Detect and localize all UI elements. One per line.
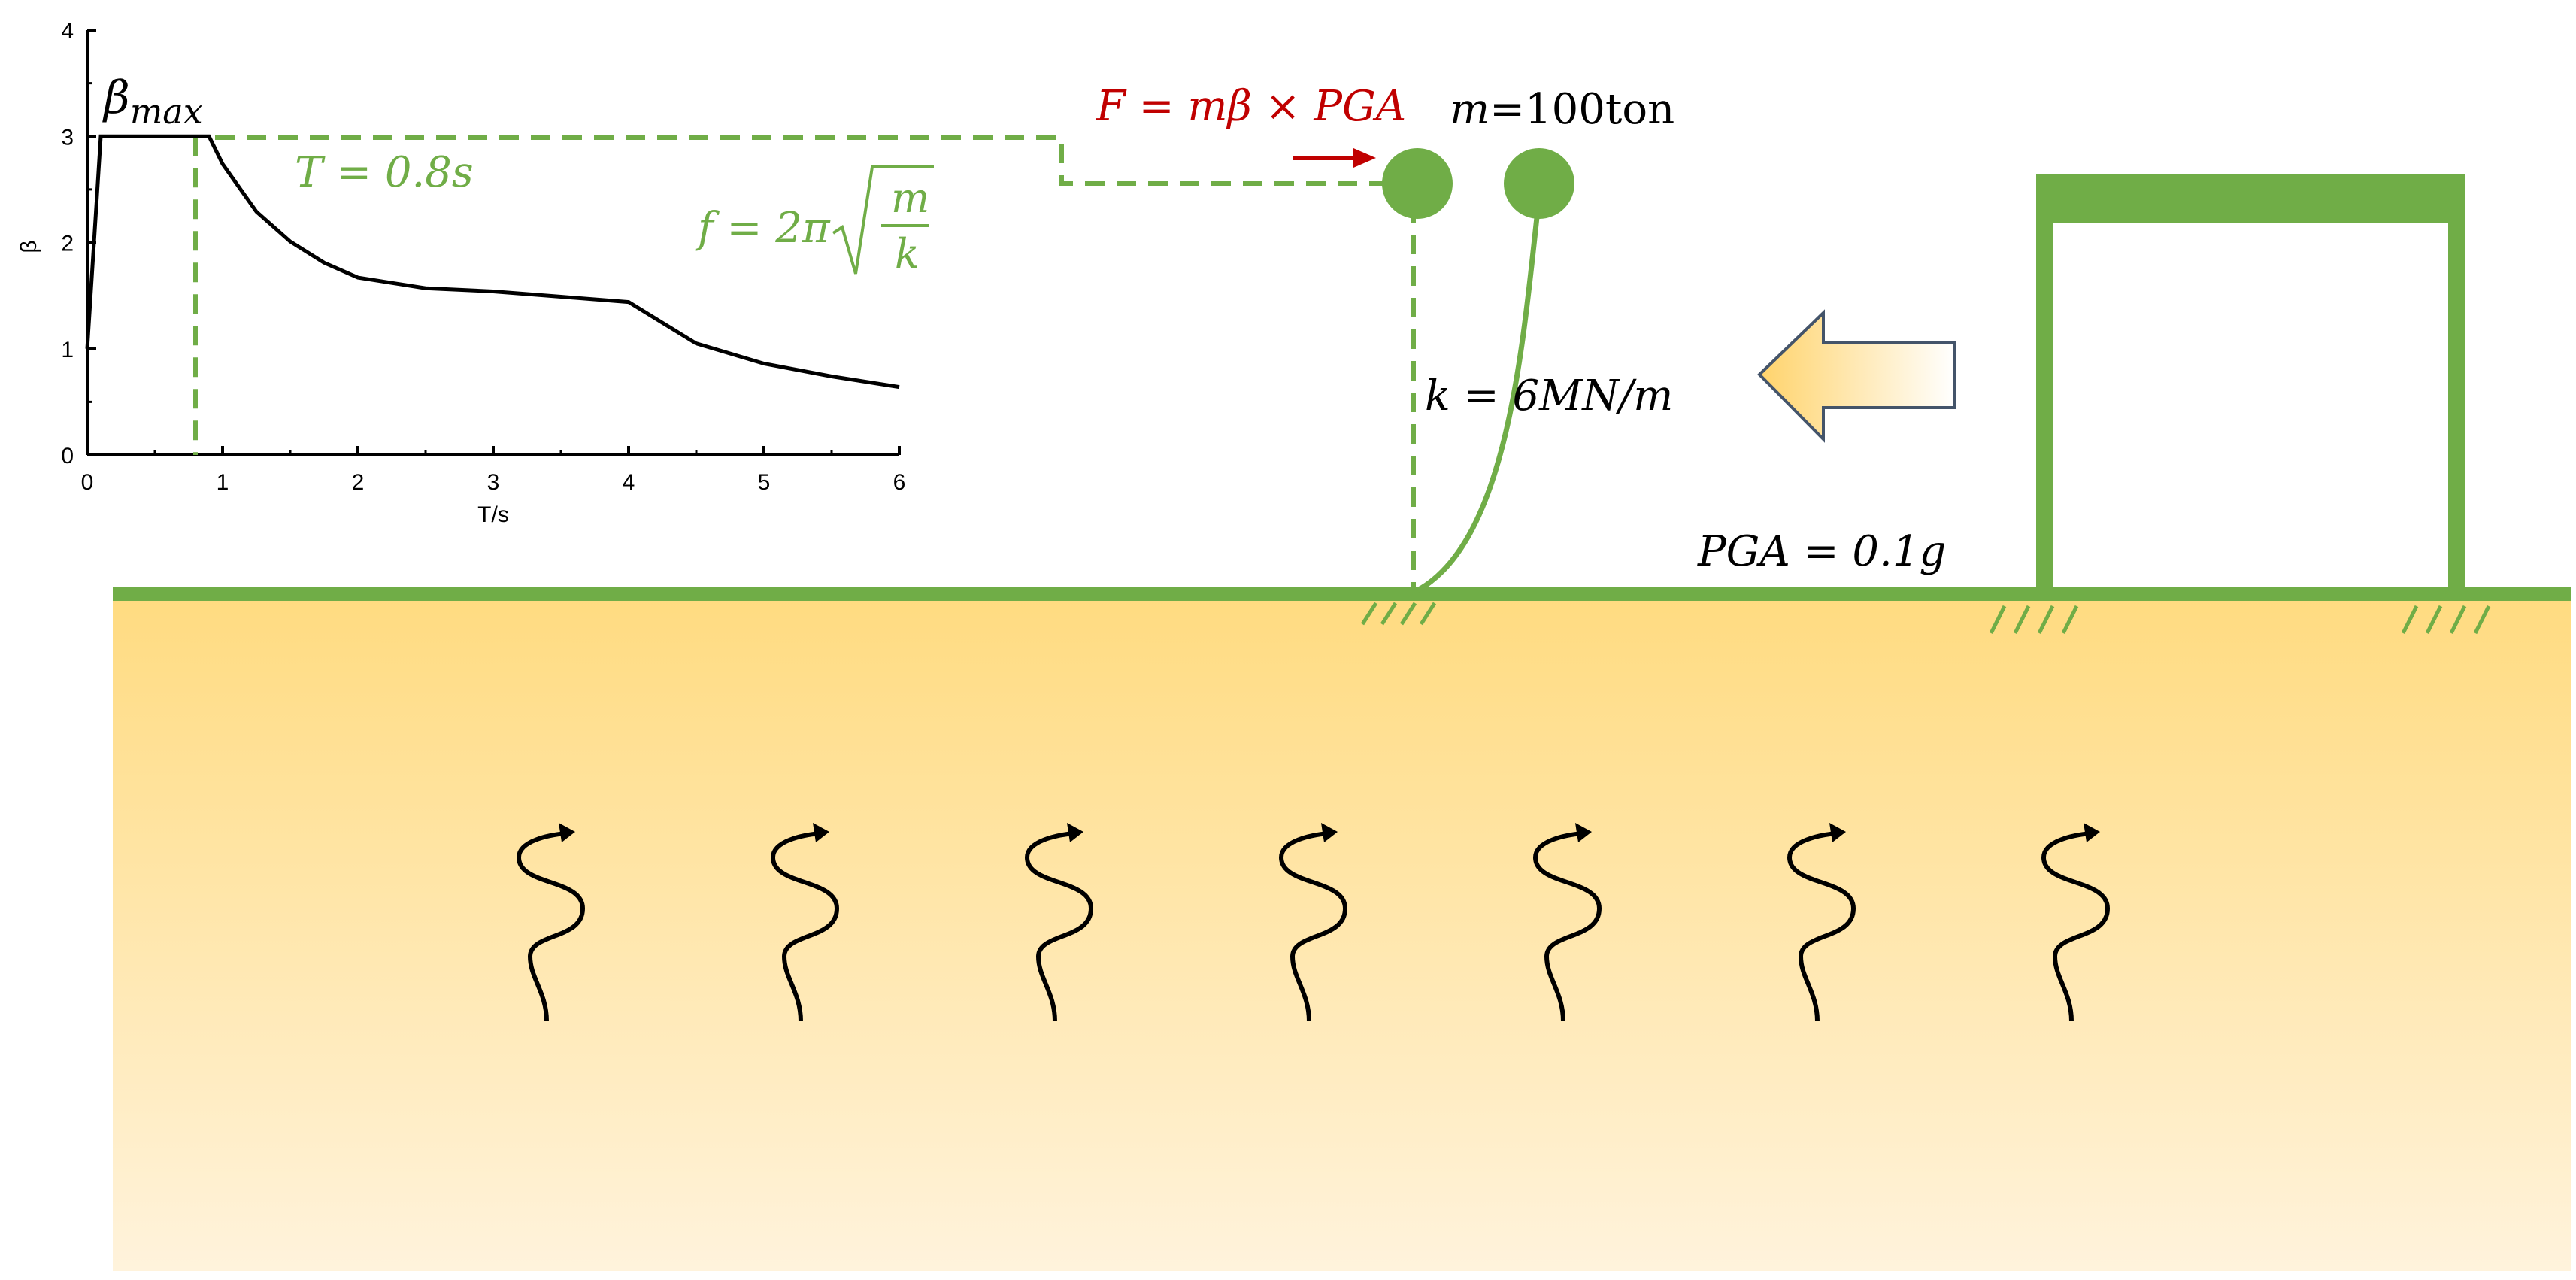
response-spectrum-chart: 0 1 2 3 4 5 6 0 1 2 3 4 T/s β βmax <box>17 19 905 527</box>
seismic-wave <box>1024 823 1094 1022</box>
mass-displaced <box>1504 148 1574 219</box>
seismic-wave-path <box>770 831 840 1022</box>
seismic-wave-path <box>1278 831 1348 1022</box>
support-hatch-spring <box>1360 602 1437 626</box>
seismic-wave-path <box>1787 831 1856 1022</box>
seismic-wave-arrowhead <box>1321 823 1338 842</box>
period-label: T = 0.8s <box>295 148 474 197</box>
x-tick-label: 3 <box>487 470 500 495</box>
sqrt-sign <box>832 165 934 275</box>
seismic-wave-arrowhead <box>559 823 575 842</box>
seismic-wave-arrowhead <box>2084 823 2100 842</box>
x-tick-label: 4 <box>623 470 635 495</box>
deformed-spring-column <box>1416 210 1541 593</box>
pga-label: PGA = 0.1g <box>1697 527 1946 576</box>
stiffness-label: k = 6MN/m <box>1425 372 1673 420</box>
support-hatch-frame-right <box>2401 605 2491 635</box>
x-tick-label: 2 <box>352 470 365 495</box>
y-tick-label: 0 <box>61 444 74 469</box>
force-label: F = mβ × PGA <box>1096 82 1406 131</box>
seismic-wave <box>1532 823 1602 1022</box>
y-tick-label: 2 <box>61 232 74 256</box>
seismic-wave <box>516 823 586 1022</box>
force-arrow-head <box>1353 148 1376 168</box>
frame-building <box>2036 174 2465 597</box>
beta-max-label: βmax <box>102 71 203 132</box>
seismic-direction-arrow <box>1757 309 1956 443</box>
spectrum-curve <box>85 134 900 390</box>
seismic-wave <box>1787 823 1856 1022</box>
support-hatch-frame-left <box>1989 605 2079 635</box>
chart-x-label: T/s <box>477 502 509 527</box>
seismic-waves <box>516 823 2111 1022</box>
chart-y-label: β <box>17 240 41 253</box>
y-tick-label: 4 <box>61 19 74 44</box>
frequency-denominator: k <box>895 230 920 278</box>
seismic-wave-arrowhead <box>813 823 829 842</box>
frequency-formula: f = 2π m k <box>695 165 934 278</box>
frequency-numerator: m <box>891 174 929 222</box>
seismic-wave-path <box>1024 831 1094 1022</box>
soil-region <box>113 594 2571 1271</box>
y-tick-label: 3 <box>61 125 74 150</box>
seismic-wave <box>1278 823 1348 1022</box>
seismic-wave-path <box>516 831 586 1022</box>
x-tick-label: 1 <box>217 470 229 495</box>
sdof-dashed-link <box>215 135 1383 186</box>
x-tick-label: 6 <box>893 470 906 495</box>
frame-column-left <box>2036 174 2053 597</box>
frame-roof <box>2036 174 2465 223</box>
seismic-wave-path <box>1532 831 1602 1022</box>
mass-undeformed <box>1382 148 1453 219</box>
seismic-wave-arrowhead <box>1067 823 1083 842</box>
mass-label: m=100ton <box>1450 85 1674 134</box>
seismic-wave <box>2041 823 2111 1022</box>
frequency-prefix: f = 2π <box>695 204 831 253</box>
frame-column-right <box>2448 174 2465 597</box>
x-tick-label: 0 <box>81 470 94 495</box>
seismic-wave-arrowhead <box>1829 823 1846 842</box>
seismic-wave-path <box>2041 831 2111 1022</box>
y-tick-label: 1 <box>61 338 74 362</box>
x-tick-label: 5 <box>758 470 771 495</box>
seismic-wave <box>770 823 840 1022</box>
seismic-wave-arrowhead <box>1575 823 1592 842</box>
